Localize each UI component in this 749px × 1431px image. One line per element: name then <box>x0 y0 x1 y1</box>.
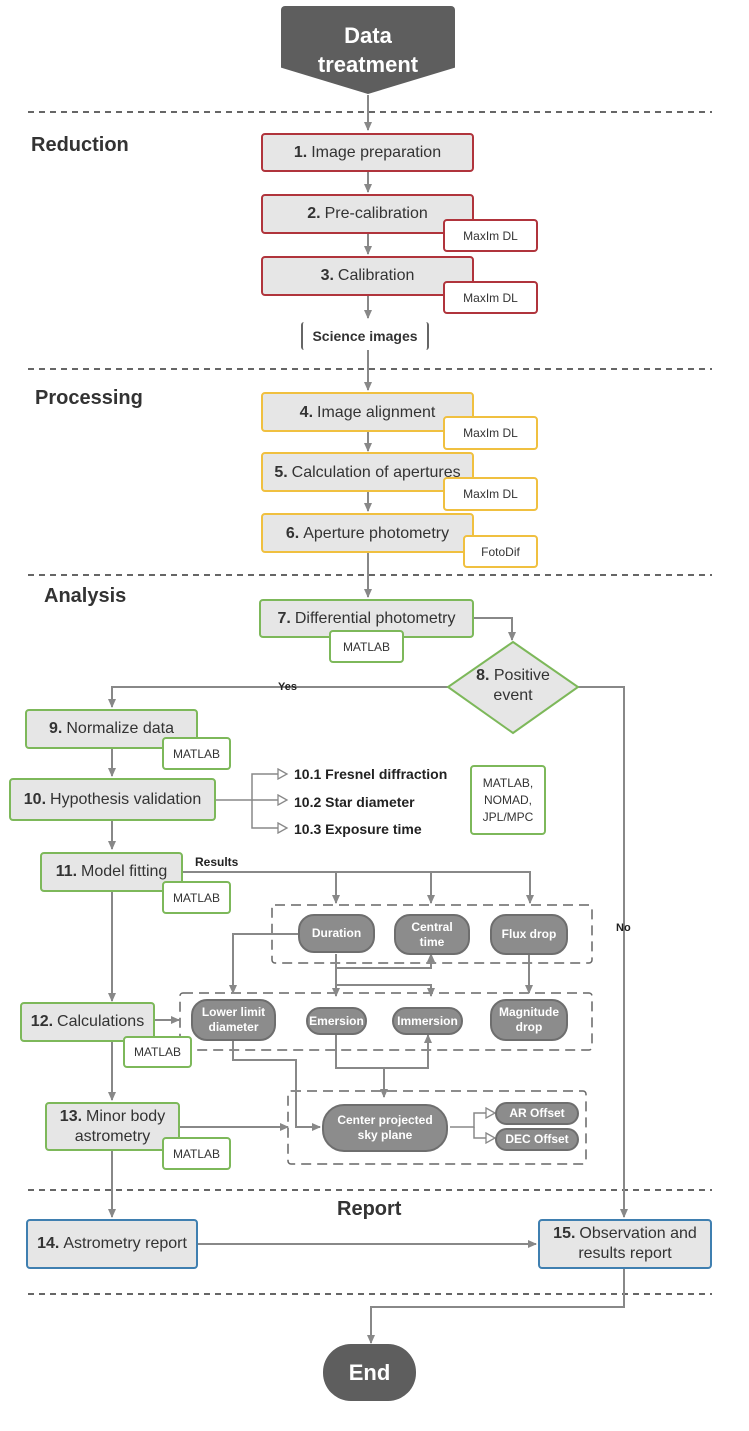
hypothesis-star-diameter: 10.2 Star diameter <box>294 794 415 810</box>
step-11-model-fitting: 11.Model fitting <box>40 852 183 892</box>
hypothesis-exposure-time: 10.3 Exposure time <box>294 821 422 837</box>
result-flux-drop: Flux drop <box>490 914 568 955</box>
end-label: End <box>348 1359 391 1385</box>
step-15-observation-report: 15.Observation and results report <box>538 1219 712 1269</box>
step-1-image-preparation: 1.Image preparation <box>261 133 474 172</box>
central-l2: time <box>419 934 445 949</box>
tool-step-3: MaxIm DL <box>443 281 538 314</box>
tool-10-nomad: NOMAD, <box>484 792 532 807</box>
result-dec-offset: DEC Offset <box>495 1128 579 1151</box>
yes-label: Yes <box>278 681 297 693</box>
step-10-hypothesis-validation: 10.Hypothesis validation <box>9 778 216 821</box>
step-2-label: Pre-calibration <box>324 205 428 222</box>
step-5-calculation-of-apertures: 5.Calculation of apertures <box>261 452 474 492</box>
result-immersion: Immersion <box>392 1007 463 1035</box>
tool-10-jpl: JPL/MPC <box>482 809 534 824</box>
step-14-label: Astrometry report <box>63 1235 187 1252</box>
step-15-number: 15. <box>553 1225 576 1242</box>
tool-step-5: MaxIm DL <box>443 477 538 511</box>
step-11-number: 11. <box>55 863 78 880</box>
step-6-number: 6. <box>285 525 300 542</box>
science-images-bracket: Science images <box>301 322 429 350</box>
result-emersion: Emersion <box>306 1007 367 1035</box>
step-9-number: 9. <box>49 720 63 737</box>
tool-step-13: MATLAB <box>162 1137 231 1170</box>
tool-step-6: FotoDif <box>463 535 538 568</box>
central-l1: Central <box>411 919 453 934</box>
hypothesis-fresnel: 10.1 Fresnel diffraction <box>294 766 448 782</box>
section-reduction: Reduction <box>31 134 129 156</box>
step-13-label2: astrometry <box>74 1127 151 1145</box>
step-15-label2: results report <box>578 1245 672 1262</box>
start-line1: Data <box>344 23 392 48</box>
step-12-label: Calculations <box>57 1013 145 1030</box>
step-8-label2: event <box>493 687 533 704</box>
tool-10-matlab: MATLAB, <box>482 775 534 790</box>
step-14-number: 14. <box>37 1235 60 1252</box>
step-6-aperture-photometry: 6.Aperture photometry <box>261 513 474 553</box>
result-duration: Duration <box>298 914 375 953</box>
step-3-label: Calibration <box>337 267 415 284</box>
positive-event-diamond <box>446 640 580 735</box>
end-terminator: End <box>323 1344 416 1401</box>
section-analysis: Analysis <box>44 585 127 607</box>
step-13-label1: Minor body <box>86 1107 166 1125</box>
step-1-label: Image preparation <box>311 143 442 161</box>
section-separators <box>28 111 712 1295</box>
step-12-number: 12. <box>30 1013 54 1030</box>
step-8-label1: Positive <box>493 667 550 684</box>
step-4-image-alignment: 4.Image alignment <box>261 392 474 432</box>
step-10-number: 10. <box>23 790 47 808</box>
section-processing: Processing <box>35 387 143 409</box>
step-12-calculations: 12.Calculations <box>20 1002 155 1042</box>
step-4-number: 4. <box>299 404 314 421</box>
lower-l2: diameter <box>208 1020 259 1034</box>
results-label: Results <box>195 855 239 869</box>
science-images-label: Science images <box>312 328 418 344</box>
no-label: No <box>616 922 631 934</box>
section-report: Report <box>337 1198 402 1220</box>
tool-step-10: MATLAB, NOMAD, JPL/MPC <box>470 765 546 835</box>
tool-step-11: MATLAB <box>162 881 231 914</box>
result-ar-offset: AR Offset <box>495 1102 579 1125</box>
step-8-positive-event: 8. Positive event <box>468 666 558 708</box>
step-8-number: 8. <box>476 667 490 684</box>
step-4-label: Image alignment <box>317 404 436 421</box>
tool-step-2: MaxIm DL <box>443 219 538 252</box>
step-14-astrometry-report: 14.Astrometry report <box>26 1219 198 1269</box>
step-9-label: Normalize data <box>66 720 174 737</box>
step-1-number: 1. <box>293 143 308 161</box>
step-3-number: 3. <box>320 267 334 284</box>
step-13-number: 13. <box>59 1107 83 1125</box>
step-7-number: 7. <box>277 610 291 627</box>
start-terminator: Data treatment <box>281 6 455 94</box>
tool-step-4: MaxIm DL <box>443 416 538 450</box>
tool-step-9: MATLAB <box>162 737 231 770</box>
step-13-minor-body-astrometry: 13.Minor body astrometry <box>45 1102 180 1151</box>
step-7-label: Differential photometry <box>294 610 456 627</box>
lower-l1: Lower limit <box>201 1005 266 1019</box>
magnitude-l2: drop <box>515 1020 543 1034</box>
start-line2: treatment <box>317 52 419 77</box>
step-3-calibration: 3.Calibration <box>261 256 474 296</box>
step-5-label: Calculation of apertures <box>291 464 461 481</box>
tool-step-12: MATLAB <box>123 1036 192 1068</box>
magnitude-l1: Magnitude <box>499 1005 559 1019</box>
tool-step-7: MATLAB <box>329 630 404 663</box>
center-l1: Center projected <box>337 1113 433 1127</box>
step-2-pre-calibration: 2.Pre-calibration <box>261 194 474 234</box>
step-15-label1: Observation and <box>579 1225 697 1242</box>
step-11-label: Model fitting <box>81 863 168 880</box>
step-10-label: Hypothesis validation <box>50 790 202 808</box>
step-5-number: 5. <box>274 464 288 481</box>
step-2-number: 2. <box>307 205 321 222</box>
center-l2: sky plane <box>357 1128 413 1142</box>
step-6-label: Aperture photometry <box>303 525 450 542</box>
